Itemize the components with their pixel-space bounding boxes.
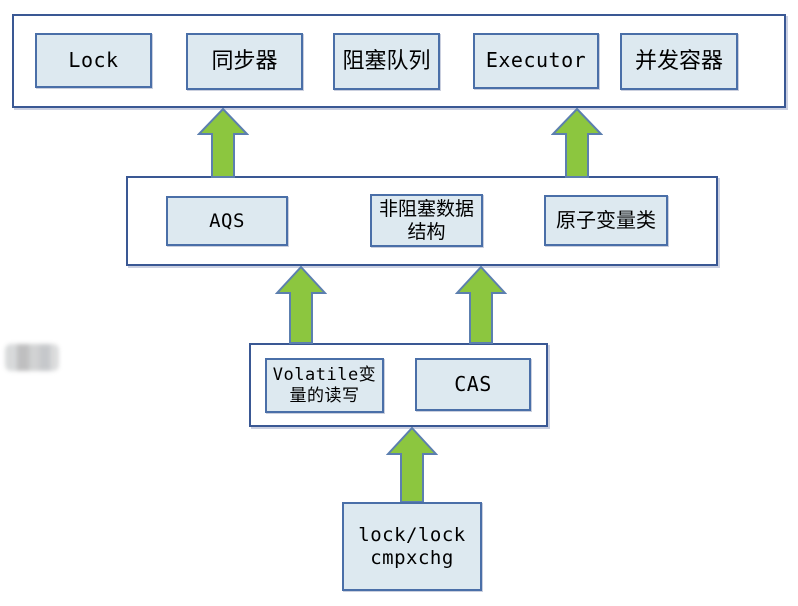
node-synchronizer-label: 同步器: [211, 48, 278, 74]
node-aqs-label: AQS: [209, 209, 245, 232]
node-volatile[interactable]: Volatile变 量的读写: [265, 358, 384, 413]
arrow-cas-to-nonblocking: [455, 266, 507, 344]
node-concurrent-container-label: 并发容器: [634, 48, 723, 74]
node-atomic-variables-label: 原子变量类: [556, 207, 656, 232]
node-lock-cmpxchg-label: lock/lock cmpxchg: [358, 524, 466, 569]
node-nonblocking-ds-label: 非阻塞数据 结构: [378, 198, 474, 243]
node-blockingqueue[interactable]: 阻塞队列: [333, 33, 440, 90]
node-concurrent-container[interactable]: 并发容器: [620, 33, 738, 90]
node-nonblocking-ds[interactable]: 非阻塞数据 结构: [370, 194, 483, 247]
arrow-atomic-to-executor: [551, 108, 603, 178]
node-executor[interactable]: Executor: [473, 33, 599, 89]
node-aqs[interactable]: AQS: [166, 196, 288, 246]
node-lock[interactable]: Lock: [35, 33, 152, 88]
arrow-aqs-to-synchronizer: [197, 108, 249, 178]
node-atomic-variables[interactable]: 原子变量类: [544, 195, 668, 246]
redacted-watermark: [5, 344, 59, 371]
node-executor-label: Executor: [485, 48, 587, 73]
arrow-cpu-to-volatile: [386, 427, 438, 503]
arrow-volatile-to-aqs: [275, 266, 327, 344]
node-cas[interactable]: CAS: [415, 358, 531, 411]
node-synchronizer[interactable]: 同步器: [186, 33, 303, 90]
node-volatile-label: Volatile变 量的读写: [272, 365, 377, 406]
node-lock-cmpxchg[interactable]: lock/lock cmpxchg: [342, 502, 482, 591]
node-blockingqueue-label: 阻塞队列: [342, 48, 431, 74]
node-cas-label: CAS: [454, 371, 492, 396]
node-lock-label: Lock: [68, 47, 119, 72]
